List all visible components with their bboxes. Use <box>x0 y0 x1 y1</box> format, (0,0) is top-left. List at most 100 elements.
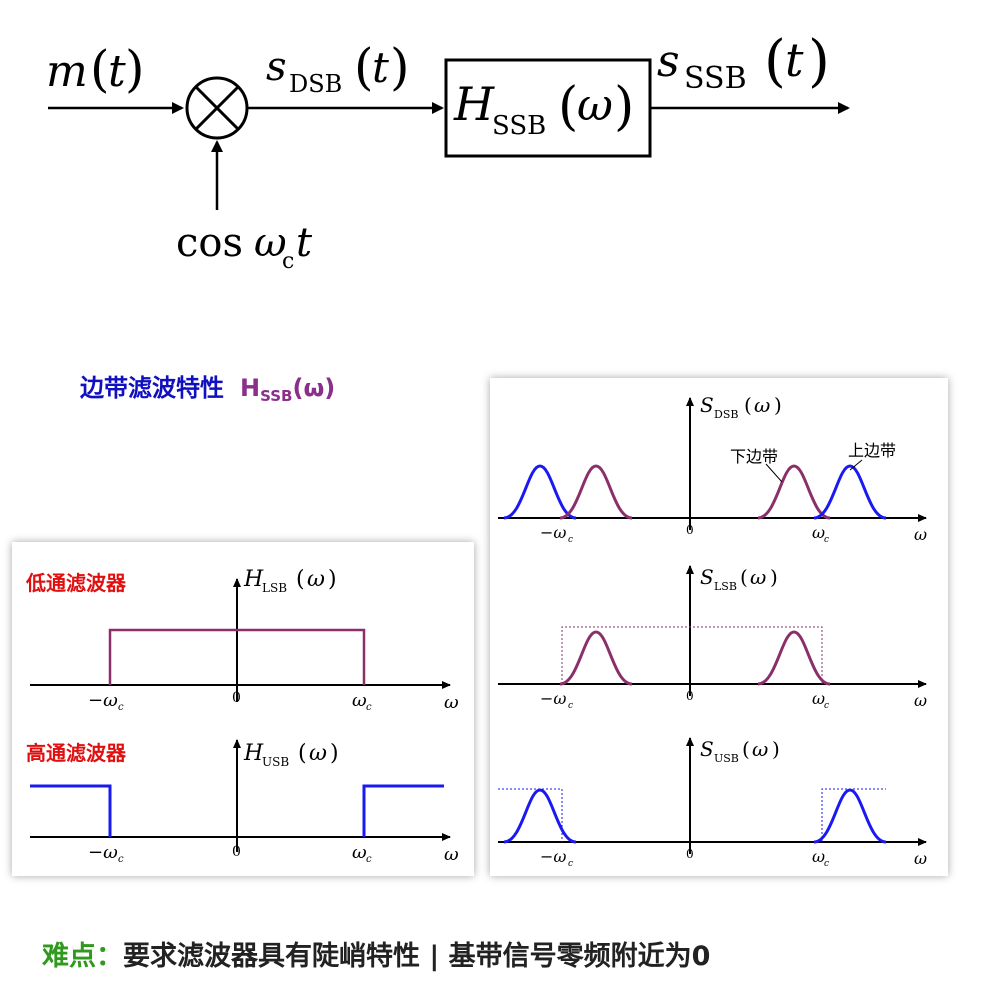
svg-text:0: 0 <box>686 523 694 537</box>
dsb-S-label: S <box>700 393 714 417</box>
svg-text:(: ( <box>764 29 786 94</box>
svg-text:(: ( <box>744 393 752 417</box>
svg-text:c: c <box>282 249 294 274</box>
ssb-output-label: s <box>657 36 680 87</box>
svg-text:(: ( <box>742 737 750 761</box>
dsb-neg-lsb-lobe <box>559 464 633 520</box>
svg-text:−ω: −ω <box>540 689 566 708</box>
svg-text:): ) <box>772 737 780 761</box>
svg-text:−ω: −ω <box>88 690 118 711</box>
svg-text:USB: USB <box>262 755 289 769</box>
svg-text:ω: ω <box>254 220 287 266</box>
svg-text:): ) <box>125 40 145 98</box>
svg-text:0: 0 <box>686 847 694 861</box>
dsb-neg-usb-lobe <box>503 464 577 520</box>
svg-text:c: c <box>824 701 829 711</box>
upper-sideband-label: 上边带 <box>848 441 896 460</box>
svg-text:ω: ω <box>352 842 367 863</box>
highpass-caption: 高通滤波器 <box>26 741 127 765</box>
svg-text:(: ( <box>298 741 307 766</box>
svg-text:ω: ω <box>812 523 825 542</box>
svg-text:LSB: LSB <box>714 580 737 593</box>
svg-text:t: t <box>785 33 804 87</box>
svg-text:): ) <box>614 77 634 137</box>
footer-highlight: 难点： <box>42 941 123 972</box>
carrier-label: cos <box>176 220 243 266</box>
svg-text:): ) <box>330 741 339 766</box>
lsb-neg-lobe <box>559 630 633 686</box>
svg-text:ω: ω <box>444 844 459 865</box>
svg-text:(: ( <box>90 40 110 98</box>
svg-text:(: ( <box>296 567 305 592</box>
highpass-response-left <box>30 784 112 837</box>
svg-text:ω: ω <box>309 741 327 766</box>
svg-text:ω: ω <box>752 737 768 761</box>
svg-text:(: ( <box>740 565 748 589</box>
dsb-label: s <box>266 44 287 90</box>
svg-text:): ) <box>390 38 410 96</box>
section-title-label: 边带滤波特性 <box>80 374 224 402</box>
svg-text:USB: USB <box>714 752 739 765</box>
svg-text:c: c <box>118 702 124 713</box>
svg-text:ω: ω <box>812 689 825 708</box>
svg-text:ω: ω <box>812 847 825 866</box>
svg-text:ω: ω <box>307 567 325 592</box>
svg-text:): ) <box>774 393 782 417</box>
dsb-pos-lsb-lobe <box>757 464 831 520</box>
spectra-plot: S DSB ( ω ) 下边带 上边带 −ω c 0 ω c ω S LSB (… <box>498 393 927 869</box>
lower-sideband-label: 下边带 <box>730 447 778 466</box>
svg-text:ω: ω <box>577 80 613 131</box>
svg-text:SSB: SSB <box>492 111 546 141</box>
dsb-pos-usb-lobe <box>813 464 887 520</box>
highpass-response-right <box>362 784 444 837</box>
section-title: 边带滤波特性 HSSB(ω) <box>80 368 335 405</box>
svg-text:ω: ω <box>914 525 927 544</box>
lowpass-response <box>108 628 366 685</box>
lowpass-caption: 低通滤波器 <box>25 571 127 595</box>
footer-note: 难点：要求滤波器具有陡峭特性 | 基带信号零频附近为0 <box>42 934 710 973</box>
svg-text:−ω: −ω <box>540 847 566 866</box>
ssb-filter-box <box>444 58 652 158</box>
svg-text:SSB: SSB <box>684 61 747 96</box>
lsb-S-label: S <box>700 565 714 589</box>
section-title-hssb: HSSB(ω) <box>240 374 336 405</box>
usb-S-label: S <box>700 737 714 761</box>
svg-text:c: c <box>366 702 372 713</box>
svg-text:−ω: −ω <box>88 842 118 863</box>
svg-text:(: ( <box>558 77 578 137</box>
lowpass-H-label: H <box>243 567 264 592</box>
input-label: m <box>46 46 88 97</box>
svg-text:ω: ω <box>914 691 927 710</box>
usb-pos-lobe <box>813 788 887 844</box>
footer-text: 要求滤波器具有陡峭特性 | 基带信号零频附近为0 <box>123 941 711 972</box>
svg-text:LSB: LSB <box>262 581 287 595</box>
svg-text:ω: ω <box>914 849 927 868</box>
svg-text:): ) <box>808 29 830 94</box>
svg-text:DSB: DSB <box>289 70 342 98</box>
svg-text:t: t <box>296 220 313 266</box>
svg-text:c: c <box>824 859 829 869</box>
svg-text:t: t <box>372 43 389 92</box>
svg-text:0: 0 <box>232 690 241 706</box>
highpass-H-label: H <box>243 741 264 766</box>
svg-text:): ) <box>328 567 337 592</box>
svg-text:c: c <box>366 854 372 865</box>
lsb-filter-outline <box>561 626 823 684</box>
filter-label: H <box>453 77 495 131</box>
lsb-pos-lobe <box>757 630 831 686</box>
svg-text:DSB: DSB <box>714 408 738 421</box>
svg-text:(: ( <box>354 38 374 96</box>
block-diagram: m ( t ) s DSB ( t ) H SSB ( ω ) s SSB ( … <box>46 29 850 274</box>
svg-text:c: c <box>568 701 573 711</box>
svg-text:c: c <box>824 535 829 545</box>
svg-text:ω: ω <box>444 692 459 713</box>
svg-text:): ) <box>770 565 778 589</box>
svg-text:0: 0 <box>232 844 241 860</box>
spectra-panel: S DSB ( ω ) 下边带 上边带 −ω c 0 ω c ω S LSB (… <box>490 378 948 876</box>
svg-text:ω: ω <box>750 565 766 589</box>
svg-text:−ω: −ω <box>540 523 566 542</box>
svg-text:0: 0 <box>686 689 694 703</box>
usb-filter-outline-left <box>498 788 563 842</box>
filter-response-plot: 低通滤波器 H LSB ( ω ) −ω c 0 ω c ω 高通滤波器 H U… <box>25 567 459 865</box>
svg-text:c: c <box>118 854 124 865</box>
